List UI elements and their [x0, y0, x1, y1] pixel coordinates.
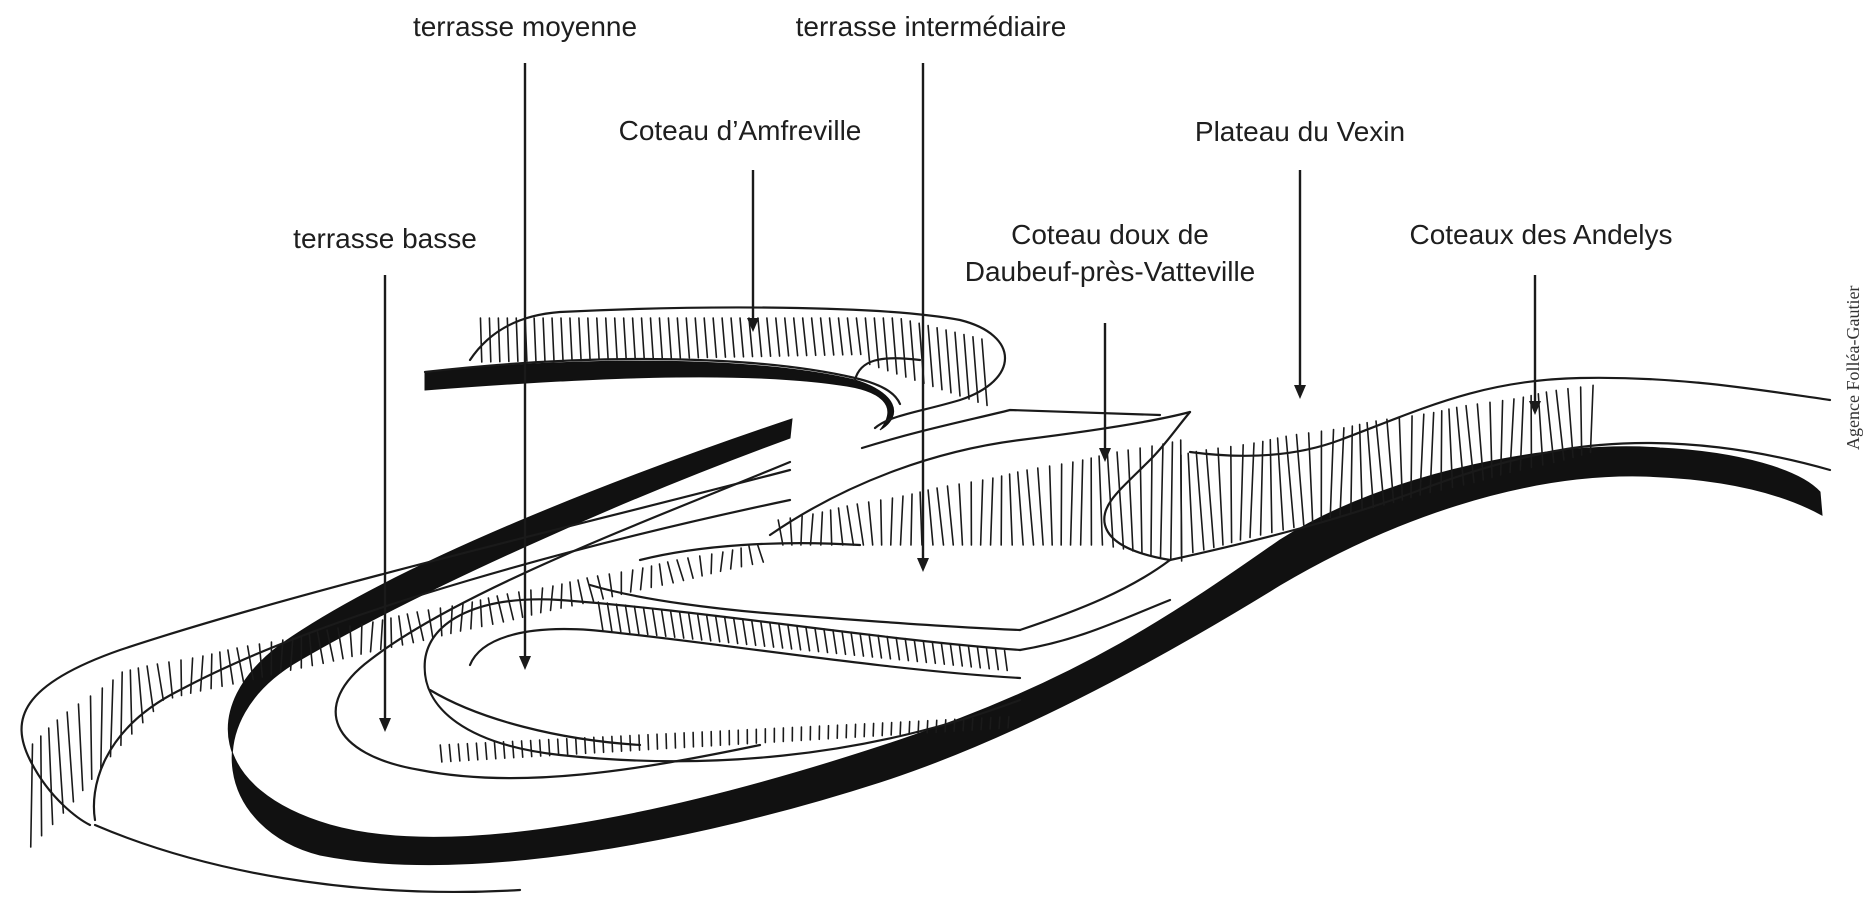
terrasse-intermediaire — [590, 412, 1190, 630]
label-coteau-daubeuf-line2: Daubeuf-près-Vatteville — [965, 253, 1256, 291]
credit-text: Agence Folléa-Gautier — [1843, 286, 1864, 450]
label-plateau-vexin: Plateau du Vexin — [1195, 113, 1405, 151]
seine-river — [228, 419, 1822, 865]
label-coteau-daubeuf-line1: Coteau doux de — [1011, 216, 1209, 254]
label-coteaux-andelys: Coteaux des Andelys — [1409, 216, 1672, 254]
label-terrasse-intermediaire: terrasse intermédiaire — [796, 8, 1067, 46]
label-terrasse-basse: terrasse basse — [293, 220, 477, 258]
label-coteau-amfreville: Coteau d’Amfreville — [619, 112, 862, 150]
label-terrasse-moyenne: terrasse moyenne — [413, 8, 637, 46]
annotation-arrows — [379, 63, 1541, 732]
